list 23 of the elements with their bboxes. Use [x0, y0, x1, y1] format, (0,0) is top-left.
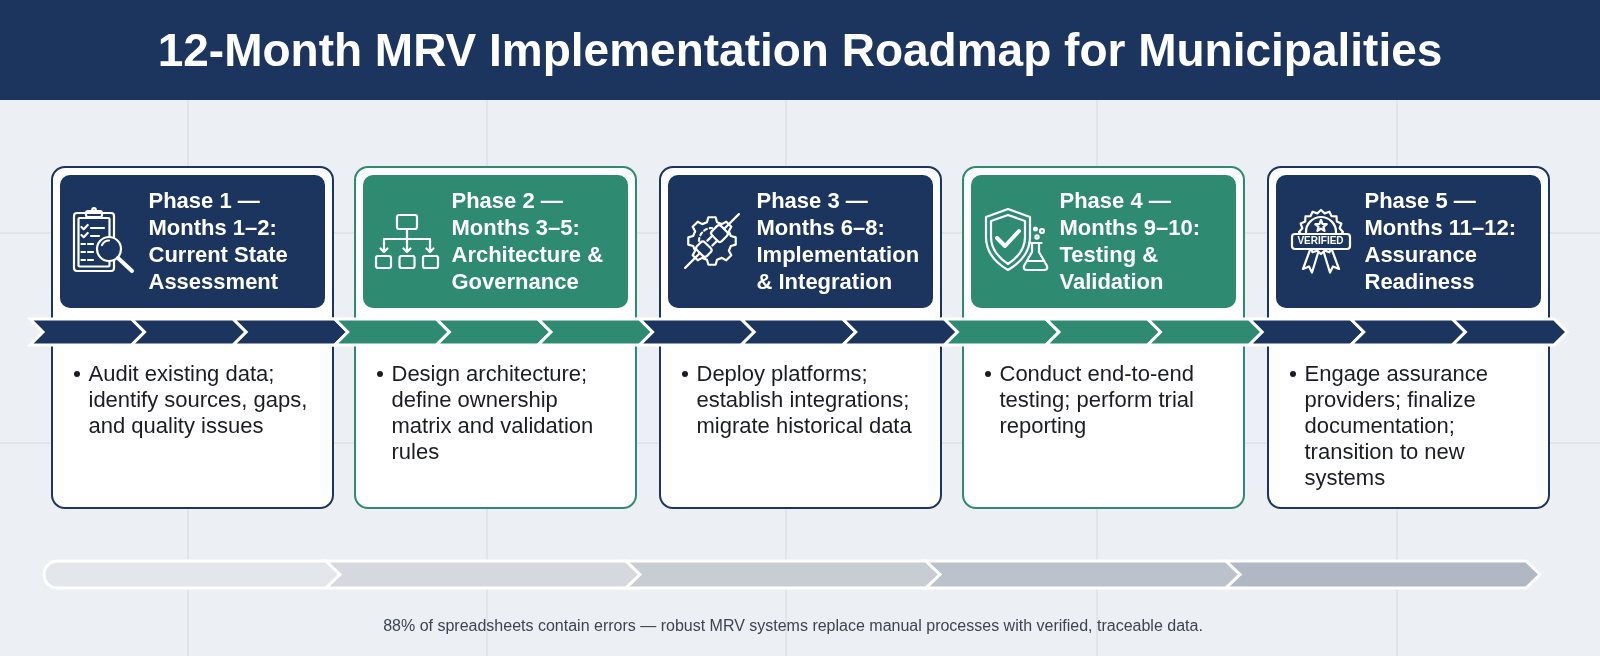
- phase-card: [1267, 166, 1550, 509]
- phase-header: [970, 174, 1236, 308]
- phase-description: Engage assurance providers; finalize documentation; transition to new systems: [1304, 360, 1489, 491]
- phase-description: Design architecture; define ownership matrix and validation rules: [391, 360, 595, 465]
- phase-header: [667, 174, 933, 308]
- phase-heading: Phase 4 — Months 9–10: Testing & Validation: [1059, 187, 1202, 295]
- phase-header: [1275, 174, 1541, 308]
- phase-heading: Phase 2 — Months 3–5: Architecture & Governance: [451, 187, 605, 295]
- phase-card: [51, 166, 334, 509]
- diagram-title: 12-Month MRV Implementation Roadmap for Municipalities: [157, 23, 1443, 77]
- phase-card: [659, 166, 942, 509]
- phase-description: Conduct end-to-end testing; perform trial reporting: [999, 360, 1195, 439]
- phase-card: [354, 166, 637, 509]
- phase-header: [362, 174, 628, 308]
- phase-heading: Phase 3 — Months 6–8: Implementation & Integration: [756, 187, 921, 295]
- badge-label: VERIFIED: [1297, 234, 1344, 247]
- phase-description: Deploy platforms; establish integrations; migrate historical data: [696, 360, 913, 439]
- phase-heading: Phase 1 — Months 1–2: Current State Assessment: [148, 187, 289, 295]
- phase-header: [59, 174, 325, 308]
- phase-description: Audit existing data; identify sources, gaps, and quality issues: [88, 360, 309, 439]
- phase-heading: Phase 5 — Months 11–12: Assurance Readiness: [1364, 187, 1518, 295]
- phase-card: [962, 166, 1245, 509]
- footnote-text: 88% of spreadsheets contain errors — robust MRV systems replace manual processes with verified, traceable data.: [383, 616, 1203, 635]
